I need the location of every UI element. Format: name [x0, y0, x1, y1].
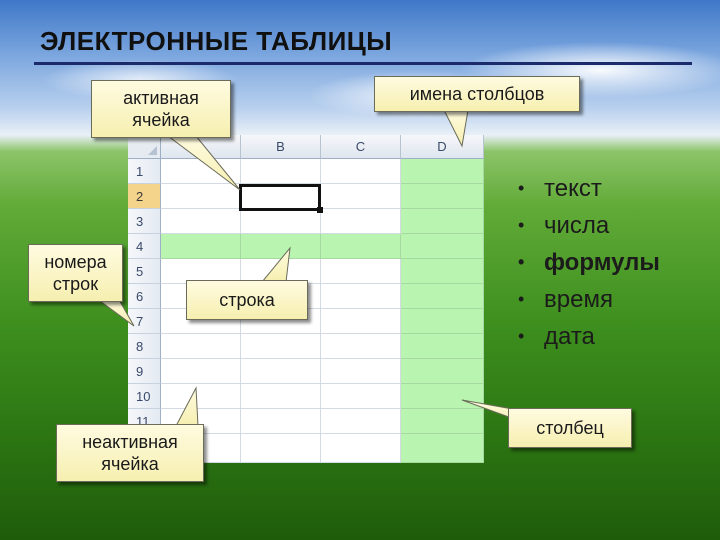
cell[interactable]	[321, 284, 401, 309]
column-header-a[interactable]	[161, 135, 241, 159]
callout-inactive-cell: неактивная ячейка	[56, 424, 204, 482]
cell[interactable]	[401, 159, 484, 184]
cell[interactable]	[321, 184, 401, 209]
column-header-d[interactable]: D	[401, 135, 484, 159]
cell[interactable]	[321, 234, 401, 259]
cell[interactable]	[161, 209, 241, 234]
cell[interactable]	[321, 359, 401, 384]
cell[interactable]	[321, 434, 401, 463]
row-header-5[interactable]: 5	[128, 259, 161, 284]
column-header-b[interactable]: B	[241, 135, 321, 159]
callout-row: строка	[186, 280, 308, 320]
cell[interactable]	[241, 334, 321, 359]
callout-column-names: имена столбцов	[374, 76, 580, 112]
cell[interactable]	[401, 384, 484, 409]
row-header-3[interactable]: 3	[128, 209, 161, 234]
bullet-item: •формулы	[518, 244, 660, 281]
bullet-dot-icon: •	[518, 178, 525, 198]
bullet-dot-icon: •	[518, 289, 525, 309]
cell[interactable]	[401, 309, 484, 334]
cell[interactable]	[401, 359, 484, 384]
row-header-7[interactable]: 7	[128, 309, 161, 334]
callout-column: столбец	[508, 408, 632, 448]
row-header-9[interactable]: 9	[128, 359, 161, 384]
data-types-list: •текст •числа •формулы •время •дата	[518, 170, 660, 355]
cell[interactable]	[321, 209, 401, 234]
title-underline	[34, 62, 692, 65]
bullet-item: •время	[518, 281, 660, 318]
bullet-dot-icon: •	[518, 326, 525, 346]
row-header-1[interactable]: 1	[128, 159, 161, 184]
cell[interactable]	[161, 359, 241, 384]
cell[interactable]	[241, 359, 321, 384]
cell[interactable]	[401, 184, 484, 209]
cell[interactable]	[241, 384, 321, 409]
cell[interactable]	[161, 159, 241, 184]
bullet-dot-icon: •	[518, 215, 525, 235]
cell[interactable]	[401, 434, 484, 463]
cell[interactable]	[401, 409, 484, 434]
corner-triangle-icon	[148, 146, 157, 155]
row-header-10[interactable]: 10	[128, 384, 161, 409]
cell[interactable]	[321, 409, 401, 434]
column-header-c[interactable]: C	[321, 135, 401, 159]
callout-active-cell: активная ячейка	[91, 80, 231, 138]
cell[interactable]	[321, 259, 401, 284]
active-cell-b2[interactable]	[239, 184, 321, 211]
bullet-item: •текст	[518, 170, 660, 207]
cell[interactable]	[401, 284, 484, 309]
cell[interactable]	[161, 259, 241, 284]
callout-row-numbers: номера строк	[28, 244, 123, 302]
select-all-corner[interactable]	[128, 135, 161, 159]
bullet-dot-icon: •	[518, 252, 525, 272]
bullet-item: •числа	[518, 207, 660, 244]
row-header-8[interactable]: 8	[128, 334, 161, 359]
cell[interactable]	[161, 234, 241, 259]
cell[interactable]	[401, 209, 484, 234]
cell[interactable]	[321, 159, 401, 184]
row-header-4[interactable]: 4	[128, 234, 161, 259]
cell[interactable]	[241, 159, 321, 184]
cell[interactable]	[401, 259, 484, 284]
cell[interactable]	[241, 434, 321, 463]
cell[interactable]	[161, 184, 241, 209]
bullet-item: •дата	[518, 318, 660, 355]
cell[interactable]	[321, 384, 401, 409]
cell[interactable]	[241, 409, 321, 434]
cell[interactable]	[241, 209, 321, 234]
fill-handle[interactable]	[317, 207, 323, 213]
slide-title: ЭЛЕКТРОННЫЕ ТАБЛИЦЫ	[40, 26, 393, 56]
cell[interactable]	[401, 334, 484, 359]
cell[interactable]	[321, 309, 401, 334]
cell[interactable]	[401, 234, 484, 259]
cell[interactable]	[321, 334, 401, 359]
row-header-2[interactable]: 2	[128, 184, 161, 209]
cell[interactable]	[241, 234, 321, 259]
cell[interactable]	[161, 334, 241, 359]
row-header-6[interactable]: 6	[128, 284, 161, 309]
cell[interactable]	[161, 384, 241, 409]
